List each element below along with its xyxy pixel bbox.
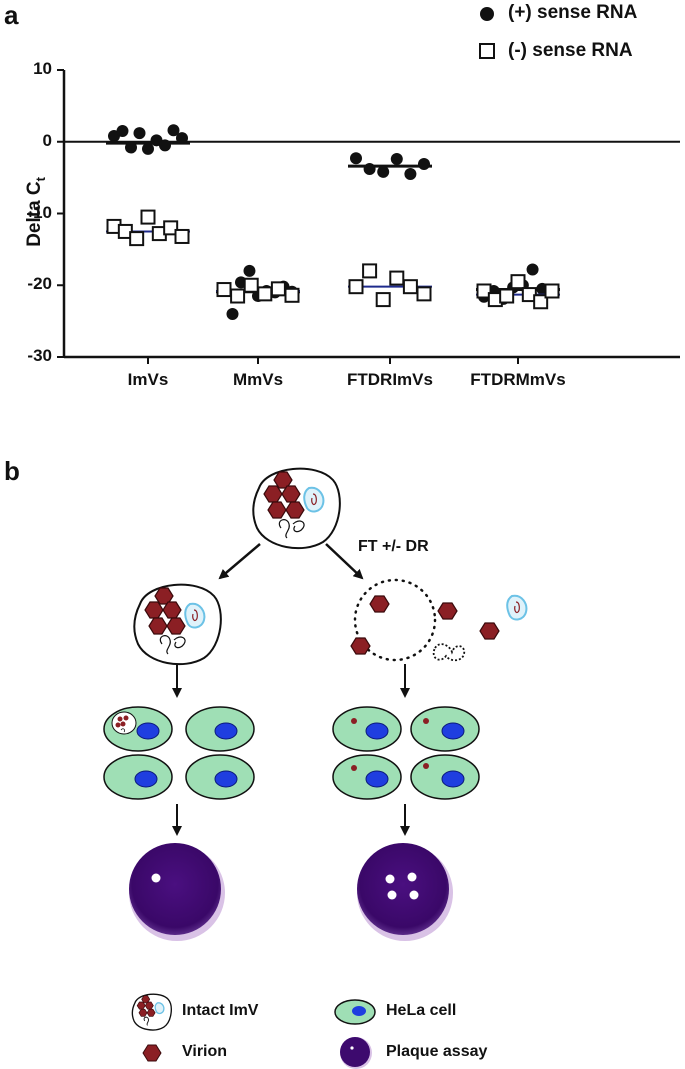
- x-tick-label: ImVs: [127, 370, 169, 389]
- data-point-positive: [142, 142, 154, 155]
- data-point-positive: [133, 127, 146, 140]
- legend-hela-cell-label: HeLa cell: [386, 1002, 457, 1019]
- data-point-positive: [125, 141, 137, 154]
- data-point-negative: [174, 228, 190, 244]
- hela-cells-right: [332, 706, 480, 800]
- data-point-negative: [362, 263, 378, 279]
- data-point-negative: [510, 274, 526, 290]
- virion-icon: [142, 1044, 162, 1062]
- arrow-right-branch: [325, 543, 364, 580]
- arrow-left-branch: [218, 543, 261, 580]
- legend-plaque-assay-label: Plaque assay: [386, 1043, 488, 1060]
- y-tick-label: -10: [27, 202, 52, 222]
- panel-a-letter: a: [4, 0, 19, 30]
- data-point-negative: [544, 283, 560, 299]
- data-point-positive: [418, 157, 430, 170]
- legend-label-negative: (-) sense RNA: [508, 40, 633, 61]
- data-point-positive: [116, 124, 129, 137]
- data-point-negative: [163, 220, 179, 236]
- scatter-chart: [57, 69, 680, 364]
- data-point-negative: [129, 231, 145, 247]
- hela-cell-icon: [334, 999, 376, 1025]
- chart-legend: [479, 7, 495, 59]
- data-point-positive: [226, 307, 239, 320]
- data-point-negative: [230, 288, 246, 304]
- data-point-negative: [416, 286, 432, 302]
- y-tick-label: 10: [33, 59, 52, 78]
- data-point-positive: [377, 165, 390, 178]
- x-tick-label: MmVs: [232, 370, 284, 389]
- data-point-positive: [159, 139, 171, 152]
- legend-marker-negative: [479, 43, 495, 59]
- hela-cells-left: [103, 706, 255, 800]
- plaque-dish-right: [357, 843, 453, 941]
- legend-intact-imv-label: Intact ImV: [182, 1002, 259, 1019]
- left-intact-imv-icon: [133, 583, 222, 666]
- data-point-negative: [389, 270, 405, 286]
- plaque-dish-left: [129, 843, 225, 941]
- x-tick-label: FTDRImVs: [347, 370, 433, 389]
- panel-b-letter: b: [4, 456, 20, 486]
- data-point-positive: [390, 152, 403, 165]
- data-point-negative: [375, 292, 391, 308]
- data-point-negative: [284, 287, 300, 303]
- data-point-negative: [533, 294, 549, 310]
- data-point-positive: [350, 152, 362, 165]
- data-point-negative: [476, 283, 492, 299]
- x-tick-label: FTDRMmVs: [470, 370, 566, 389]
- data-point-positive: [526, 263, 539, 276]
- y-tick-label: -30: [27, 346, 52, 365]
- y-tick-label: -20: [27, 274, 52, 294]
- data-point-negative: [499, 288, 515, 304]
- data-point-positive: [176, 132, 188, 145]
- plaque-assay-icon: [340, 1037, 372, 1069]
- legend-label-positive: (+) sense RNA: [508, 2, 638, 23]
- data-point-positive: [243, 264, 256, 277]
- data-point-positive: [363, 163, 376, 176]
- intact-imv-icon: [131, 993, 172, 1031]
- data-point-negative: [243, 277, 259, 293]
- treatment-label: FT +/- DR: [358, 538, 429, 555]
- data-point-positive: [167, 124, 180, 137]
- data-point-positive: [404, 168, 417, 181]
- legend-virion-label: Virion: [182, 1043, 228, 1060]
- disrupted-imv-icon: [350, 578, 528, 662]
- data-point-negative: [348, 279, 364, 295]
- top-intact-imv-icon: [252, 467, 341, 550]
- legend-marker-positive: [480, 7, 494, 21]
- y-tick-label: 0: [42, 130, 52, 150]
- data-point-negative: [140, 209, 156, 225]
